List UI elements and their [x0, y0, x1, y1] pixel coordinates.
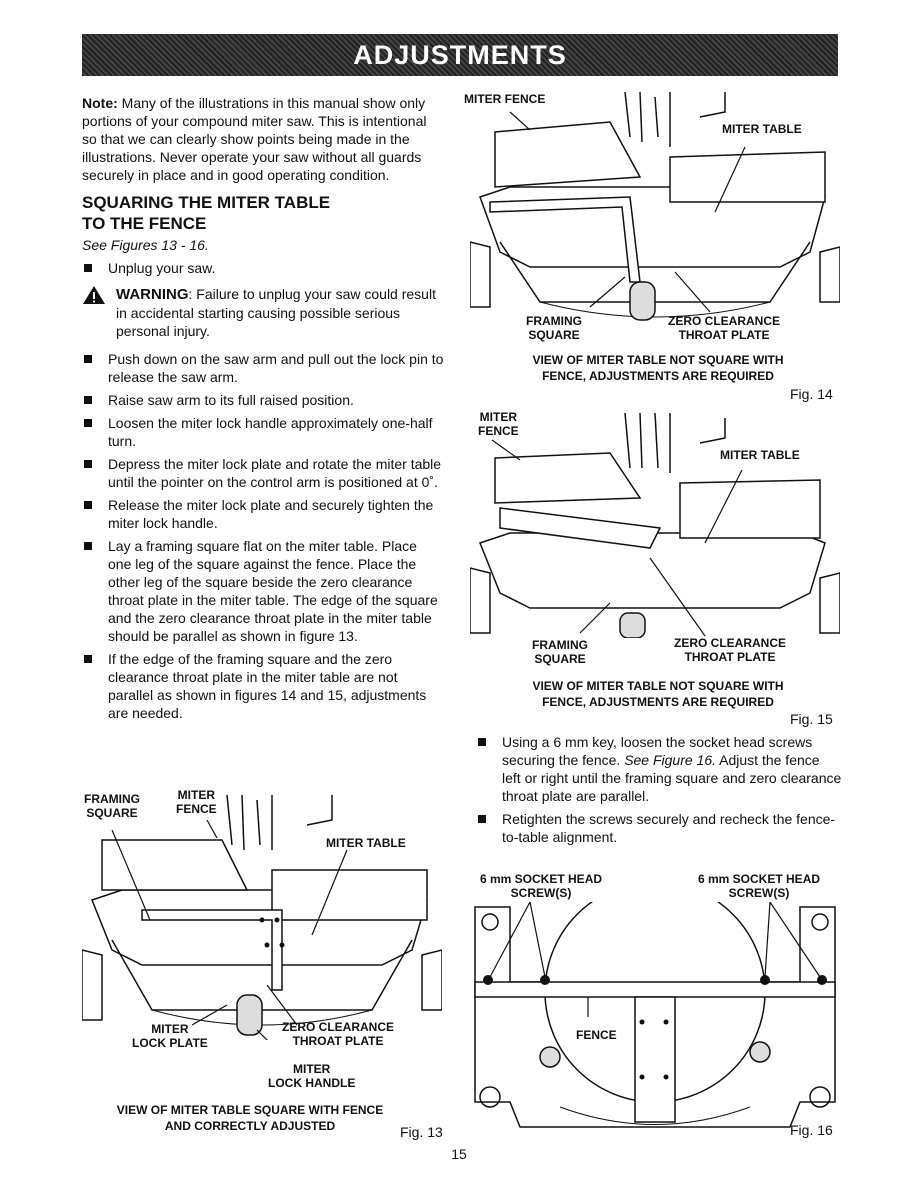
step: Push down on the saw arm and pull out th… — [82, 350, 444, 386]
section-title: SQUARING THE MITER TABLE TO THE FENCE — [82, 192, 444, 234]
left-column: Note: Many of the illustrations in this … — [82, 94, 444, 722]
figure-16-number: Fig. 16 — [790, 1122, 833, 1138]
step: Raise saw arm to its full raised positio… — [82, 391, 444, 409]
figure-13-number: Fig. 13 — [400, 1124, 443, 1140]
section-title-line1: SQUARING THE MITER TABLE — [82, 193, 331, 212]
step-figure-ref: See Figure 16. — [624, 752, 717, 768]
step-text: Retighten the screws securely and rechec… — [502, 811, 836, 845]
see-figures: See Figures 13 - 16. — [82, 237, 209, 253]
warning-block: WARNING: Failure to unplug your saw coul… — [82, 285, 444, 340]
page-header-banner: ADJUSTMENTS — [82, 34, 838, 76]
page-title: ADJUSTMENTS — [353, 39, 567, 70]
step-text: Using a 6 mm key, loosen the socket head… — [502, 734, 813, 768]
label-fence: FENCE — [576, 1028, 617, 1042]
label-miter-table: MITER TABLE — [722, 122, 802, 136]
warning-icon — [83, 286, 105, 304]
step-text-cont: Adjust the fence left or right until the… — [502, 752, 842, 804]
right-column-steps: Using a 6 mm key, loosen the socket head… — [476, 728, 842, 846]
section-title-line2: TO THE FENCE — [82, 214, 207, 233]
step: Depress the miter lock plate and rotate … — [82, 455, 444, 491]
figure-14: MITER FENCE MITER TABLE — [464, 91, 841, 322]
step: Lay a framing square flat on the miter t… — [82, 537, 444, 645]
miter-saw-square-illustration — [81, 794, 443, 1066]
figure-16: FENCE — [470, 881, 840, 1132]
page-number: 15 — [451, 1146, 467, 1162]
note-text: Many of the illustrations in this manual… — [82, 95, 427, 183]
fence-screws-illustration — [474, 881, 836, 1128]
warning-text: : Failure to unplug your saw could resul… — [116, 286, 436, 339]
label-miter-fence: MITER FENCE — [464, 92, 546, 106]
warning-label: WARNING — [116, 286, 189, 303]
label-miter-table: MITER TABLE — [720, 448, 800, 462]
note-label: Note: — [82, 95, 118, 111]
step: Release the miter lock plate and securel… — [82, 496, 444, 532]
step: If the edge of the framing square and th… — [82, 650, 444, 722]
figure-15-number: Fig. 15 — [790, 711, 833, 727]
step-retighten: Retighten the screws securely and rechec… — [476, 810, 842, 846]
step-unplug: Unplug your saw. — [82, 259, 444, 277]
figure-14-number: Fig. 14 — [790, 386, 833, 402]
step: Loosen the miter lock handle approximate… — [82, 414, 444, 450]
step-loosen-screws: Using a 6 mm key, loosen the socket head… — [476, 733, 842, 805]
miter-saw-not-square-illustration-14 — [469, 91, 841, 321]
miter-saw-not-square-illustration-15 — [469, 412, 841, 639]
note-paragraph: Note: Many of the illustrations in this … — [82, 94, 444, 184]
label-miter-table: MITER TABLE — [326, 836, 406, 850]
